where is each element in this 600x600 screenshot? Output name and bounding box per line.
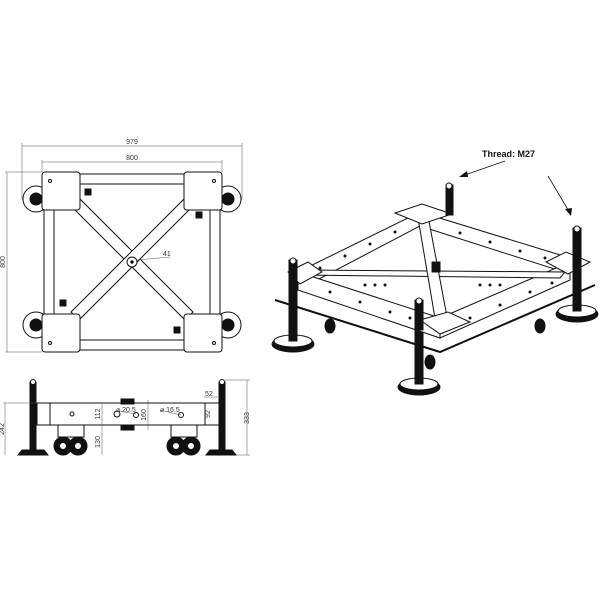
side-view: 242 112 130 ⌀ 20.5 160 ⌀ 16.5 52 92 333 — [0, 379, 251, 456]
dim-hole-16-5: ⌀ 16.5 — [160, 407, 180, 414]
dim-130: 130 — [95, 436, 102, 448]
dim-112: 112 — [95, 408, 102, 419]
isometric-view: Thread: M27 — [271, 149, 599, 396]
side-wheels — [53, 424, 201, 456]
dim-242: 242 — [0, 423, 6, 435]
dim-800-width: 800 — [126, 155, 138, 162]
dim-160: 160 — [141, 409, 148, 421]
thread-label: Thread: M27 — [482, 149, 535, 159]
dim-41: 41 — [163, 251, 171, 258]
top-view: 979 800 800 41 — [0, 139, 243, 353]
dim-333: 333 — [244, 412, 251, 424]
cross-braces: 41 — [69, 196, 195, 321]
dim-800-depth: 800 — [0, 256, 7, 268]
dim-52: 52 — [205, 391, 213, 398]
corner-plates — [41, 171, 223, 353]
dim-92: 92 — [205, 410, 212, 418]
dim-979: 979 — [126, 139, 138, 146]
dim-hole-20-5: ⌀ 20.5 — [116, 407, 136, 414]
